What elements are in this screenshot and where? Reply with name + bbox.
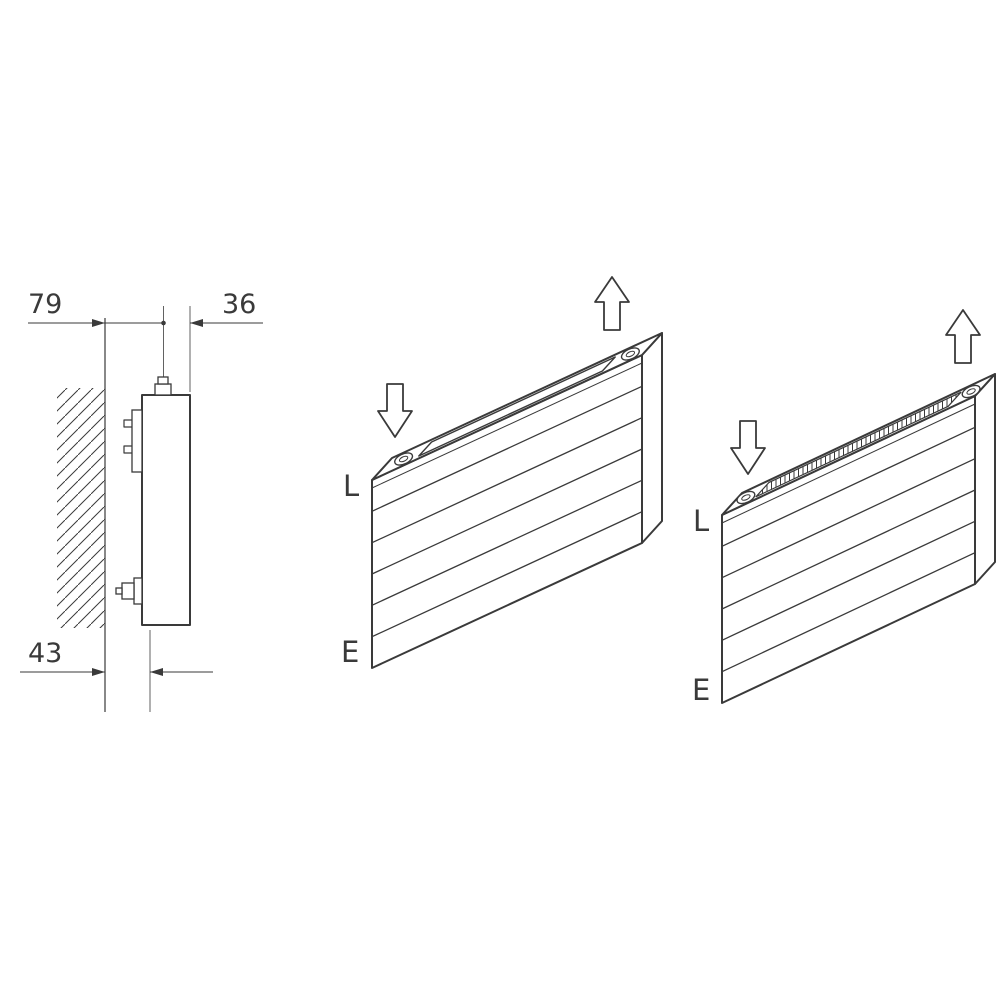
dim-arrow-left-icon [190, 319, 203, 327]
right-end-face [641, 332, 663, 544]
radiator-side-profile [141, 394, 191, 626]
dim-top-right-value: 36 [222, 289, 256, 320]
dim-arrow-right-icon [92, 668, 105, 676]
radiator-isometric-grille: L E [692, 309, 996, 707]
top-grille [755, 391, 962, 498]
wall-hatch [57, 388, 105, 628]
top-lip-line [721, 403, 976, 524]
label-l: L [343, 469, 359, 503]
inlet-port [394, 452, 414, 466]
radiator-isometric-open: L E [341, 276, 663, 669]
top-connection-pipe [154, 306, 172, 396]
dim-arrow-right-icon [92, 319, 105, 327]
inlet-port [736, 490, 756, 505]
side-view-diagram: 79 36 43 [20, 289, 263, 712]
down-arrow-icon [730, 420, 766, 475]
down-arrow-icon [377, 383, 413, 438]
dimension-bottom: 43 [20, 630, 213, 712]
front-grooves [371, 385, 643, 638]
up-arrow-icon [594, 276, 630, 331]
bracket-hook-lower [123, 445, 132, 454]
top-lip-line [371, 362, 643, 489]
label-l: L [693, 504, 709, 538]
dim-top-left-value: 79 [28, 289, 62, 320]
bracket-hook-upper [123, 419, 132, 428]
outlet-port [620, 347, 640, 361]
dim-arrow-left-icon [150, 668, 163, 676]
front-grooves [721, 426, 976, 673]
outlet-port [961, 384, 981, 399]
bottom-valve [115, 577, 143, 605]
label-e: E [692, 673, 710, 707]
right-end-face [974, 373, 996, 585]
dim-tick-dot [161, 320, 166, 326]
top-opening [418, 356, 616, 457]
wall-bracket [123, 409, 143, 473]
dimension-top: 79 36 [28, 289, 263, 392]
up-arrow-icon [945, 309, 981, 364]
dim-bottom-value: 43 [28, 638, 62, 669]
label-e: E [341, 635, 359, 669]
